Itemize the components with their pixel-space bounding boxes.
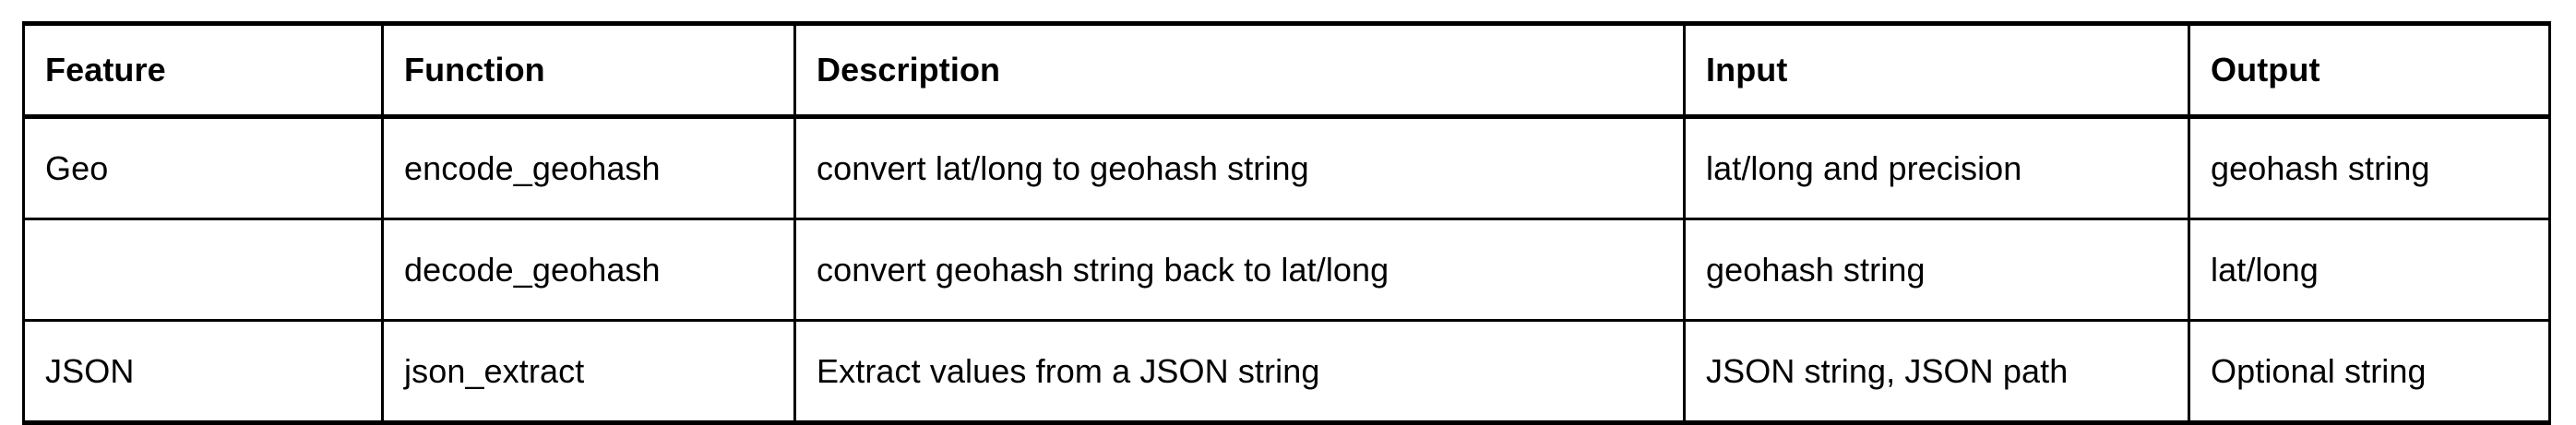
table-body: Geo encode_geohash convert lat/long to g…	[22, 115, 2551, 425]
cell-output: lat/long	[2188, 218, 2551, 322]
feature-function-table: Feature Function Description Input Outpu…	[22, 21, 2551, 425]
column-header-output: Output	[2188, 21, 2551, 119]
cell-function: encode_geohash	[381, 115, 796, 220]
cell-feature: JSON	[22, 319, 384, 425]
cell-output: geohash string	[2188, 115, 2551, 220]
cell-input: JSON string, JSON path	[1683, 319, 2190, 425]
cell-input: lat/long and precision	[1683, 115, 2190, 220]
table-header-row: Feature Function Description Input Outpu…	[22, 21, 2551, 119]
feature-table-container: Feature Function Description Input Outpu…	[22, 21, 2551, 425]
table-row: JSON json_extract Extract values from a …	[22, 319, 2551, 425]
column-header-description: Description	[793, 21, 1686, 119]
cell-description: convert geohash string back to lat/long	[793, 218, 1686, 322]
cell-output: Optional string	[2188, 319, 2551, 425]
column-header-input: Input	[1683, 21, 2190, 119]
column-header-function: Function	[381, 21, 796, 119]
table-row: Geo encode_geohash convert lat/long to g…	[22, 115, 2551, 220]
cell-function: decode_geohash	[381, 218, 796, 322]
page-root: Feature Function Description Input Outpu…	[22, 21, 2551, 425]
cell-description: Extract values from a JSON string	[793, 319, 1686, 425]
cell-feature	[22, 218, 384, 322]
table-header: Feature Function Description Input Outpu…	[22, 21, 2551, 119]
column-header-feature: Feature	[22, 21, 384, 119]
cell-input: geohash string	[1683, 218, 2190, 322]
cell-function: json_extract	[381, 319, 796, 425]
table-row: decode_geohash convert geohash string ba…	[22, 218, 2551, 322]
cell-description: convert lat/long to geohash string	[793, 115, 1686, 220]
cell-feature: Geo	[22, 115, 384, 220]
